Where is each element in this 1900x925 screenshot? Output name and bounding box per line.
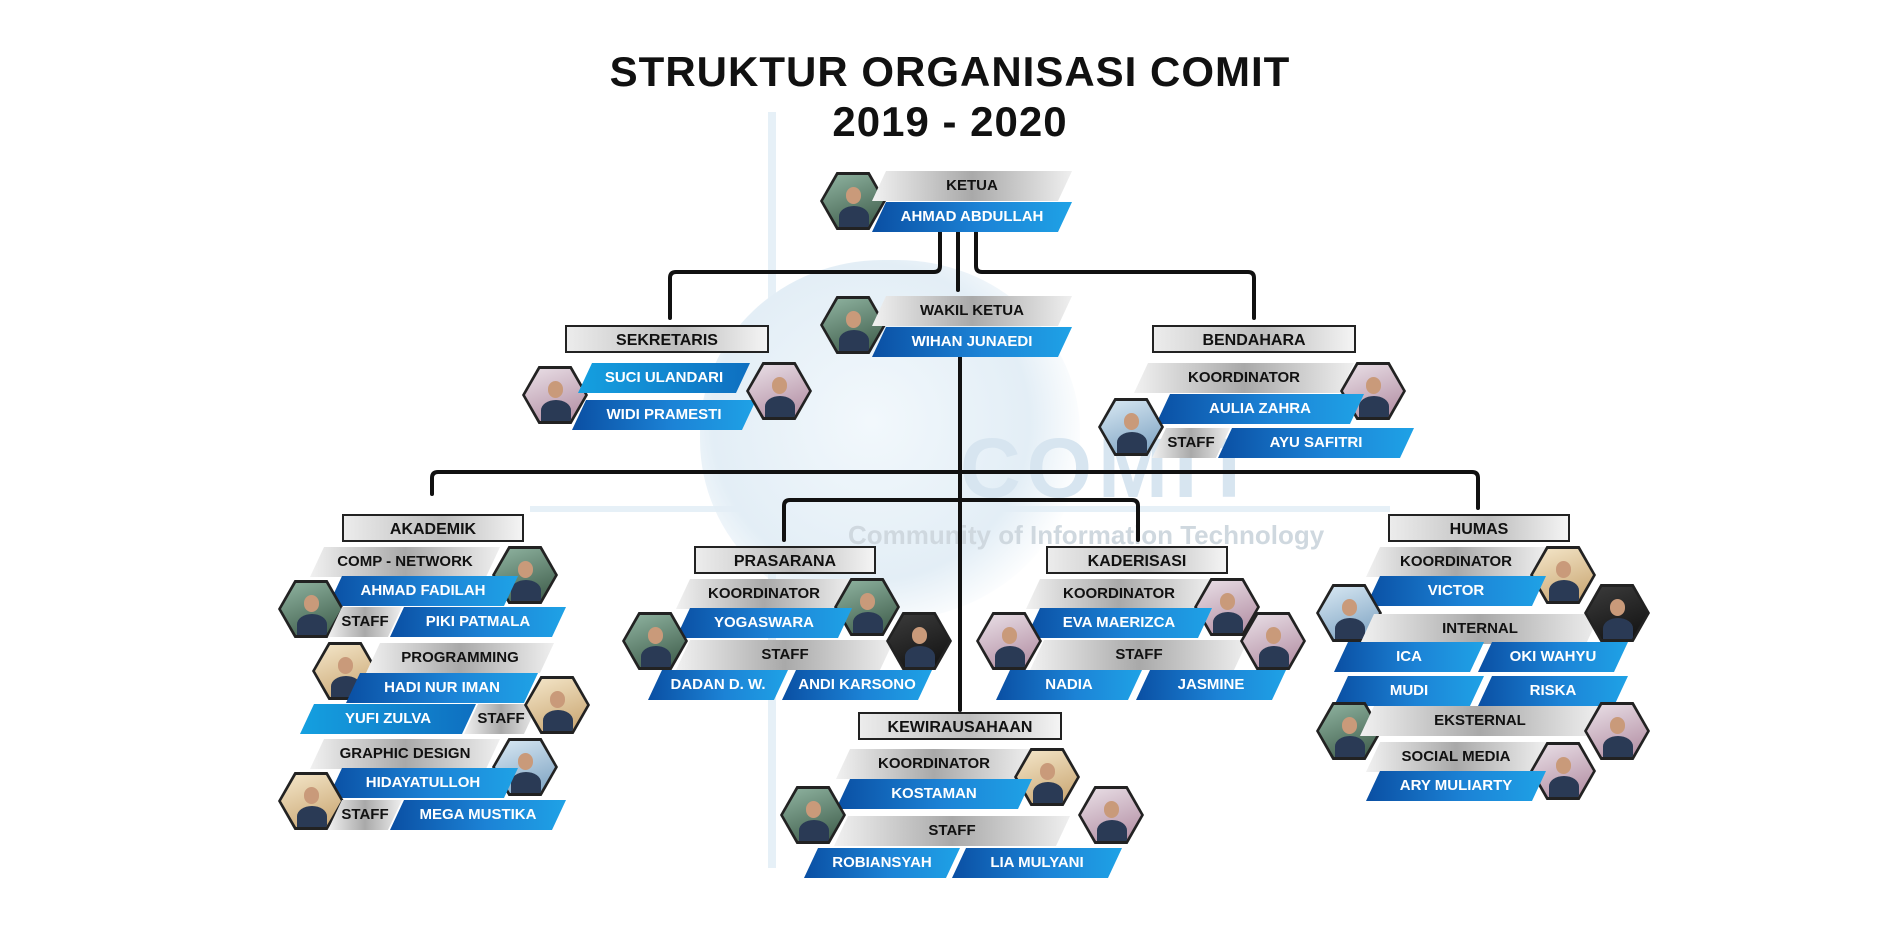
- avatar-ketua: [820, 172, 886, 230]
- akademik-title: AKADEMIK: [342, 514, 524, 542]
- prasarana-staff-2: ANDI KARSONO: [782, 670, 932, 700]
- humas-eksternal-label: EKSTERNAL: [1360, 706, 1600, 736]
- kaderisasi-staff-label: STAFF: [1030, 640, 1248, 670]
- humas-social-media-name: ARY MULIARTY: [1366, 771, 1546, 801]
- prasarana-staff-1: DADAN D. W.: [648, 670, 788, 700]
- kewirausahaan-staff-1: ROBIANSYAH: [804, 848, 960, 878]
- kewirausahaan-koordinator-name: KOSTAMAN: [836, 779, 1032, 809]
- bendahara-title: BENDAHARA: [1152, 325, 1356, 353]
- prasarana-title: PRASARANA: [694, 546, 876, 574]
- kewirausahaan-koordinator-label: KOORDINATOR: [836, 749, 1032, 779]
- avatar-prasarana-koordinator: [834, 578, 900, 636]
- akademik-programming-staff-name: YUFI ZULVA: [300, 704, 476, 734]
- avatar-kaderisasi-staff-2: [1240, 612, 1306, 670]
- akademik-comp-network-name: AHMAD FADILAH: [328, 576, 518, 606]
- ketua-role-label: KETUA: [872, 171, 1072, 201]
- akademik-graphic-design-staff-label: STAFF: [328, 800, 402, 830]
- avatar-humas-internal-2: [1584, 584, 1650, 642]
- avatar-prasarana-staff-1: [622, 612, 688, 670]
- akademik-graphic-design-label: GRAPHIC DESIGN: [310, 739, 500, 769]
- kaderisasi-staff-1: NADIA: [996, 670, 1142, 700]
- akademik-graphic-design-staff-name: MEGA MUSTIKA: [390, 800, 566, 830]
- chart-title: STRUKTUR ORGANISASI COMIT: [609, 48, 1291, 95]
- akademik-programming-staff-label: STAFF: [464, 704, 538, 734]
- sekretaris-member-2: WIDI PRAMESTI: [572, 400, 756, 430]
- bendahara-staff-name: AYU SAFITRI: [1218, 428, 1414, 458]
- humas-eksternal-1: MUDI: [1334, 676, 1484, 706]
- humas-internal-1: ICA: [1334, 642, 1484, 672]
- humas-koordinator-label: KOORDINATOR: [1366, 547, 1546, 577]
- bendahara-koordinator-name: AULIA ZAHRA: [1156, 394, 1364, 424]
- prasarana-staff-label: STAFF: [676, 640, 894, 670]
- akademik-comp-network-staff-name: PIKI PATMALA: [390, 607, 566, 637]
- kaderisasi-koordinator-label: KOORDINATOR: [1026, 579, 1212, 609]
- avatar-humas-eksternal-2: [1584, 702, 1650, 760]
- wakil-ketua-name: WIHAN JUNAEDI: [872, 327, 1072, 357]
- humas-title: HUMAS: [1388, 514, 1570, 542]
- kewirausahaan-staff-label: STAFF: [834, 816, 1070, 846]
- wakil-ketua-role-label: WAKIL KETUA: [872, 296, 1072, 326]
- chart-year: 2019 - 2020: [832, 98, 1068, 145]
- akademik-graphic-design-name: HIDAYATULLOH: [328, 768, 518, 798]
- akademik-comp-network-staff-label: STAFF: [328, 607, 402, 637]
- humas-internal-label: INTERNAL: [1360, 614, 1600, 644]
- kewirausahaan-staff-2: LIA MULYANI: [952, 848, 1122, 878]
- sekretaris-member-1: SUCI ULANDARI: [578, 363, 750, 393]
- avatar-humas-koordinator: [1530, 546, 1596, 604]
- watermark-tagline: Community of Information Technology: [848, 520, 1325, 550]
- akademik-programming-label: PROGRAMMING: [366, 643, 554, 673]
- kaderisasi-staff-2: JASMINE: [1136, 670, 1286, 700]
- humas-koordinator-name: VICTOR: [1366, 576, 1546, 606]
- avatar-humas-social-media: [1530, 742, 1596, 800]
- bendahara-staff-label: STAFF: [1152, 428, 1230, 458]
- ketua-name: AHMAD ABDULLAH: [872, 202, 1072, 232]
- prasarana-koordinator-label: KOORDINATOR: [676, 579, 852, 609]
- bendahara-koordinator-label: KOORDINATOR: [1134, 363, 1354, 393]
- kaderisasi-title: KADERISASI: [1046, 546, 1228, 574]
- avatar-programming-staff: [524, 676, 590, 734]
- avatar-prasarana-staff-2: [886, 612, 952, 670]
- kewirausahaan-title: KEWIRAUSAHAAN: [858, 712, 1062, 740]
- humas-social-media-label: SOCIAL MEDIA: [1366, 742, 1546, 772]
- humas-internal-2: OKI WAHYU: [1478, 642, 1628, 672]
- humas-eksternal-2: RISKA: [1478, 676, 1628, 706]
- avatar-kewirausahaan-staff-1: [780, 786, 846, 844]
- akademik-programming-name: HADI NUR IMAN: [346, 673, 538, 703]
- avatar-kewirausahaan-staff-2: [1078, 786, 1144, 844]
- avatar-kaderisasi-staff-1: [976, 612, 1042, 670]
- prasarana-koordinator-name: YOGASWARA: [676, 608, 852, 638]
- sekretaris-title: SEKRETARIS: [565, 325, 769, 353]
- avatar-kewirausahaan-koordinator: [1014, 748, 1080, 806]
- kaderisasi-koordinator-name: EVA MAERIZCA: [1026, 608, 1212, 638]
- akademik-comp-network-label: COMP - NETWORK: [310, 547, 500, 577]
